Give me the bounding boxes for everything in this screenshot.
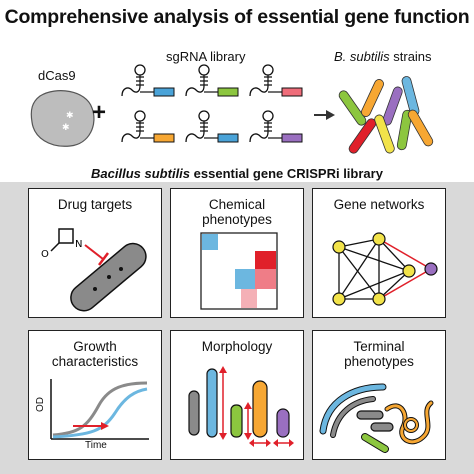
network-node bbox=[332, 292, 346, 306]
network-node bbox=[332, 240, 346, 254]
panel-terminal-phenotypes: Terminal phenotypes bbox=[312, 330, 446, 460]
panel-title: Terminal phenotypes bbox=[344, 339, 414, 369]
svg-text:N: N bbox=[75, 239, 82, 250]
panel-title: Chemical phenotypes bbox=[202, 197, 272, 227]
drug-target-illustration: O N bbox=[41, 228, 147, 312]
network-edge bbox=[378, 238, 410, 272]
bacterial-rod bbox=[338, 90, 367, 126]
network-edge bbox=[338, 246, 380, 300]
sgrna-icon bbox=[185, 64, 239, 97]
network-node bbox=[372, 232, 386, 246]
sgrna-icon bbox=[121, 64, 175, 97]
panel-drug-targets: Drug targets O N bbox=[28, 188, 162, 318]
panel-title: Drug targets bbox=[57, 197, 133, 212]
bacterial-rod bbox=[407, 109, 434, 147]
svg-text:✱: ✱ bbox=[62, 123, 70, 133]
svg-text:O: O bbox=[41, 249, 49, 260]
barcode-tag bbox=[281, 133, 303, 143]
bacterial-strains-icon bbox=[338, 76, 434, 154]
arrow-right-icon bbox=[314, 110, 335, 120]
figure-title: Comprehensive analysis of essential gene… bbox=[4, 6, 470, 28]
network-edge bbox=[338, 246, 410, 272]
network-edge-highlight bbox=[378, 238, 432, 270]
gene-network-graph bbox=[332, 232, 438, 306]
growth-x-axis-label: Time bbox=[85, 440, 107, 451]
terminal-phenotype-cells bbox=[319, 383, 434, 453]
barcode-tag bbox=[217, 133, 239, 143]
svg-text:✱: ✱ bbox=[66, 111, 74, 121]
network-edge bbox=[378, 270, 410, 300]
library-subtitle: Bacillus subtilis essential gene CRISPRi… bbox=[91, 166, 383, 181]
panel-growth-characteristics: Growth characteristics OD Time bbox=[28, 330, 162, 460]
network-edge bbox=[338, 270, 410, 300]
bacterial-rod bbox=[361, 79, 384, 117]
dcas9-protein-icon: ✱ ✱ bbox=[30, 90, 95, 147]
bacterial-rod bbox=[382, 86, 403, 126]
bacterial-rod bbox=[348, 118, 377, 154]
strains-label: B. subtilis strains bbox=[334, 49, 432, 64]
network-node-target bbox=[424, 262, 438, 276]
growth-curve-plot bbox=[50, 379, 149, 440]
panel-gene-networks: Gene networks bbox=[312, 188, 446, 318]
growth-y-axis-label: OD bbox=[35, 397, 46, 412]
sgrna-icon bbox=[121, 110, 175, 143]
network-edge-highlight bbox=[378, 268, 432, 300]
sgrna-library-label: sgRNA library bbox=[166, 49, 246, 64]
sgrna-icon bbox=[249, 110, 303, 143]
morphology-cells bbox=[188, 366, 294, 447]
barcode-tag bbox=[281, 87, 303, 97]
network-edge bbox=[338, 238, 380, 300]
panel-title: Gene networks bbox=[333, 197, 425, 212]
panel-title: Growth characteristics bbox=[51, 339, 139, 369]
panel-chemical-phenotypes: Chemical phenotypes bbox=[170, 188, 304, 318]
panel-title: Morphology bbox=[201, 339, 273, 354]
plus-sign: + bbox=[92, 99, 107, 126]
chemical-heatmap bbox=[200, 232, 278, 310]
bacterial-rod bbox=[396, 109, 413, 151]
barcode-tag bbox=[153, 133, 175, 143]
dcas9-label: dCas9 bbox=[38, 68, 76, 83]
sgrna-library-icons bbox=[121, 64, 303, 143]
barcode-tag bbox=[153, 87, 175, 97]
network-edge bbox=[338, 238, 380, 248]
barcode-tag bbox=[217, 87, 239, 97]
network-node bbox=[402, 264, 416, 278]
sgrna-icon bbox=[185, 110, 239, 143]
network-node bbox=[372, 292, 386, 306]
bacterial-rod bbox=[374, 114, 395, 154]
sgrna-icon bbox=[249, 64, 303, 97]
panel-morphology: Morphology bbox=[170, 330, 304, 460]
